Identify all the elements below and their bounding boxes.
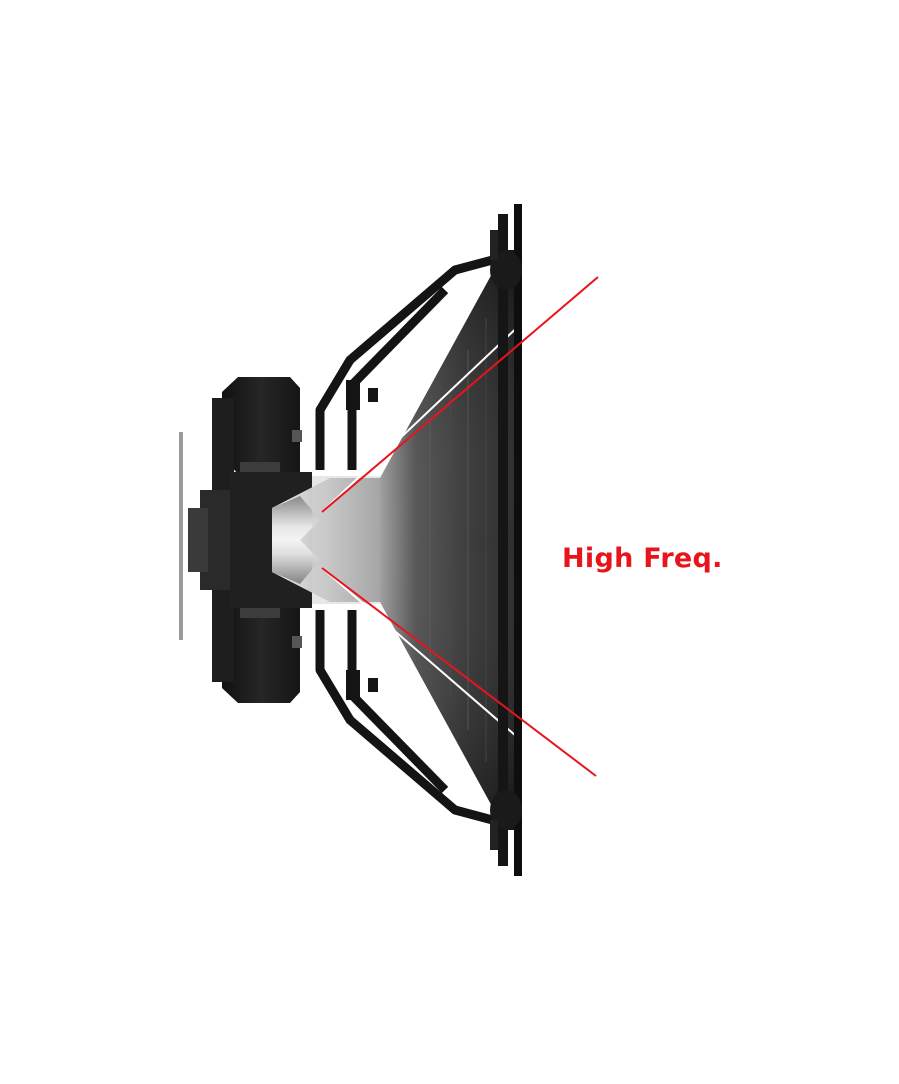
dispersion-line-bottom (321, 567, 597, 777)
speaker-cone (321, 250, 524, 830)
cone-edge-top (321, 321, 524, 513)
rear-plate (179, 432, 183, 640)
high-frequency-label: High Freq. (562, 543, 723, 574)
front-rim (490, 204, 522, 876)
cone-edge-bottom (321, 567, 524, 743)
phase-plug (272, 476, 380, 604)
basket-bolts (346, 380, 378, 700)
dispersion-line-top (321, 276, 599, 513)
